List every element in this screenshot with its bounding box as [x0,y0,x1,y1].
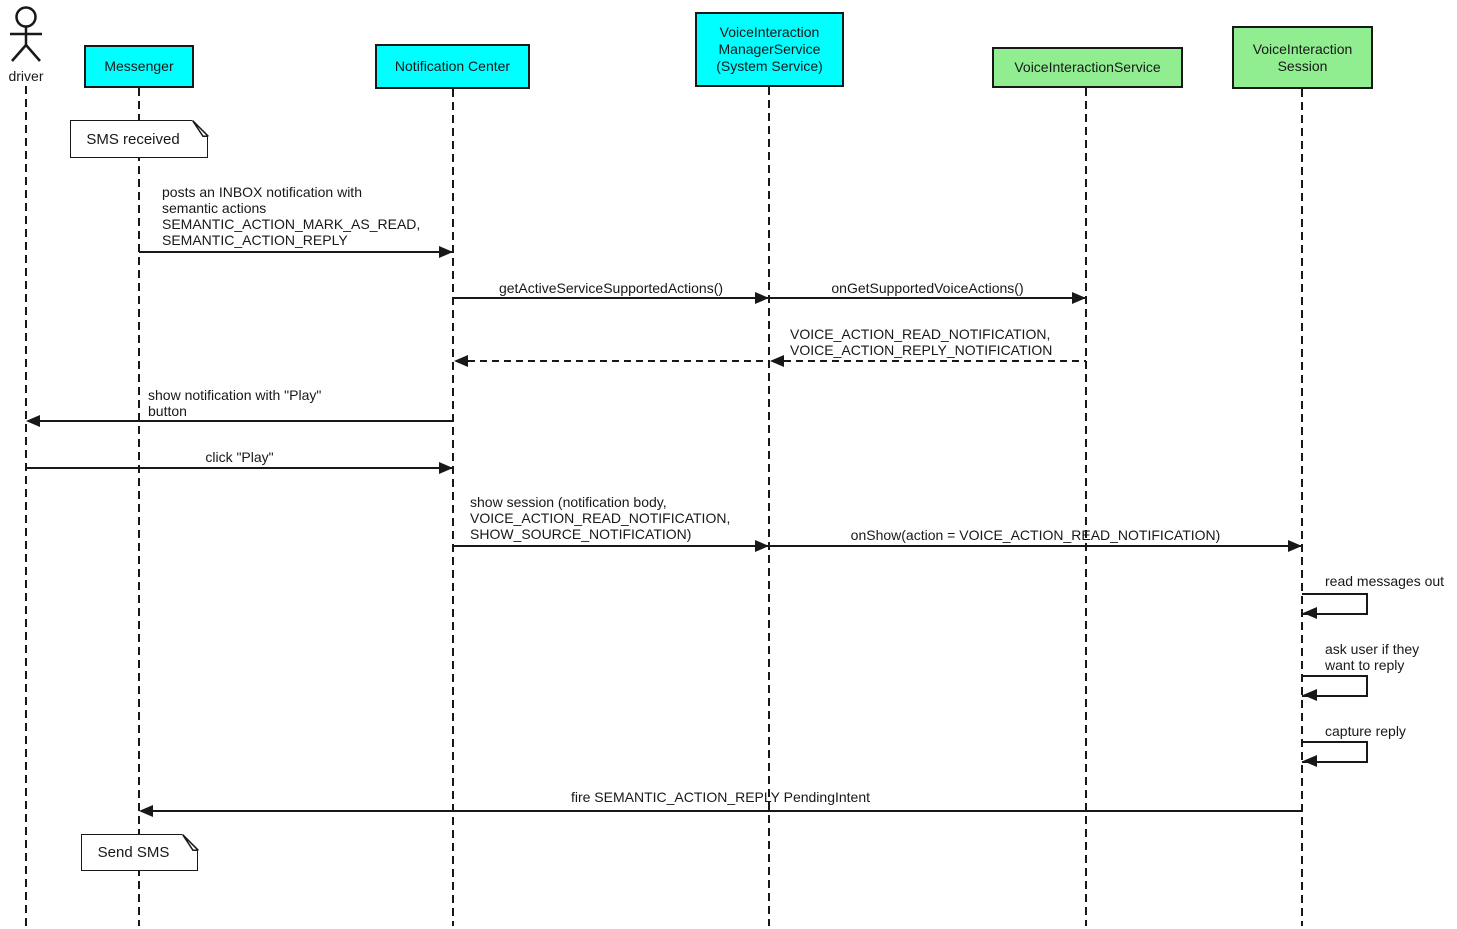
self-message-loop [1302,675,1368,697]
message-return-arrow-voice-actions [456,360,769,362]
note-sms-received-label: SMS received [86,130,180,148]
lifeline-driver [25,86,27,926]
lifeline-notification-center [452,89,454,926]
message-label-capture-reply: capture reply [1325,723,1406,739]
arrowhead-right-icon [439,462,453,474]
participant-messenger: Messenger [84,45,194,88]
arrowhead-right-icon [755,292,769,304]
message-return-arrow-voice-actions [772,360,1086,362]
note-fold-icon [191,119,209,137]
note-send-sms-label: Send SMS [97,844,170,861]
message-label-get-active-service-supported-actions: getActiveServiceSupportedActions() [498,280,724,296]
note-sms-received: SMS received [70,119,209,158]
message-label-ask-user-reply: ask user if they want to reply [1325,641,1420,673]
arrowhead-right-icon [1072,292,1086,304]
message-label-click-play: click "Play" [205,449,274,465]
message-label-on-get-supported-voice-actions: onGetSupportedVoiceActions() [831,280,1024,296]
message-arrow-on-show [769,545,1302,547]
arrowhead-left-icon [770,355,784,367]
self-message-loop [1302,741,1368,763]
lifeline-voice-interaction-manager-service [768,87,770,926]
message-label-show-session: show session (notification body, VOICE_A… [470,494,731,542]
arrowhead-right-icon [755,540,769,552]
self-message-loop [1302,593,1368,615]
arrowhead-left-icon [1303,755,1317,767]
note-send-sms: Send SMS [81,833,199,871]
arrowhead-right-icon [1288,540,1302,552]
arrowhead-right-icon [439,246,453,258]
message-arrow-posts-inbox-notification [139,251,453,253]
message-label-posts-inbox-notification: posts an INBOX notification with semanti… [162,184,421,248]
message-label-voice-actions-return: VOICE_ACTION_READ_NOTIFICATION, VOICE_AC… [790,326,1053,358]
message-label-fire-semantic-action-reply: fire SEMANTIC_ACTION_REPLY PendingIntent [570,789,871,805]
actor-driver-label: driver [8,68,44,84]
participant-voice-interaction-session: VoiceInteraction Session [1232,26,1373,89]
message-arrow-fire-semantic-action-reply [141,810,1302,812]
message-label-show-notification-play: show notification with "Play" button [148,387,322,419]
arrowhead-left-icon [1303,689,1317,701]
actor-driver-icon [10,6,42,62]
arrowhead-left-icon [139,805,153,817]
lifeline-voice-interaction-session [1301,89,1303,926]
arrowhead-left-icon [26,415,40,427]
message-arrow-show-session [453,545,769,547]
message-label-on-show: onShow(action = VOICE_ACTION_READ_NOTIFI… [850,527,1221,543]
message-label-read-messages-out: read messages out [1325,573,1445,589]
arrowhead-left-icon [1303,607,1317,619]
participant-voice-interaction-manager-service: VoiceInteraction ManagerService (System … [695,12,844,87]
lifeline-voice-interaction-service [1085,88,1087,926]
message-arrow-click-play [26,467,453,469]
note-fold-icon [181,833,199,851]
arrowhead-left-icon [454,355,468,367]
message-arrow-on-get-supported-voice-actions [769,297,1086,299]
participant-notification-center: Notification Center [375,44,530,89]
message-arrow-show-notification-play [28,420,453,422]
message-arrow-get-active-service-supported-actions [453,297,769,299]
lifeline-messenger [138,88,140,926]
participant-voice-interaction-service: VoiceInteractionService [992,47,1183,88]
